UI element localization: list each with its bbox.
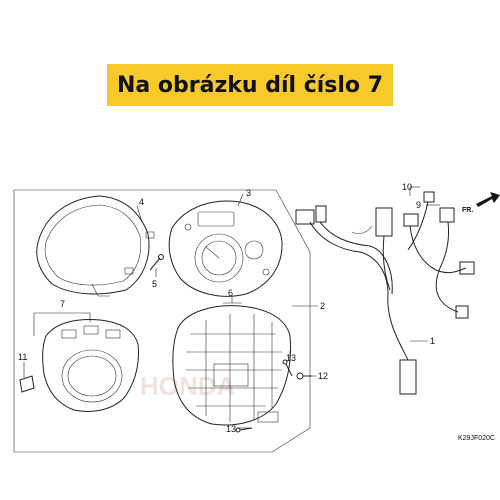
drawing-code: K29JF020C — [458, 435, 495, 442]
label-part-7: 7 — [60, 299, 65, 309]
label-part-3: 3 — [246, 188, 251, 198]
part-number-banner: Na obrázku díl číslo 7 — [107, 64, 393, 106]
meter-case — [172, 305, 291, 426]
front-direction-arrow: FR. — [462, 192, 500, 214]
label-part-1: 1 — [430, 336, 435, 346]
label-part-2: 2 — [320, 301, 325, 311]
screw-13-upper — [282, 359, 293, 377]
meter-cover — [36, 195, 155, 297]
svg-text:FR.: FR. — [462, 207, 473, 214]
label-part-12: 12 — [318, 371, 328, 381]
meter-visor — [42, 319, 139, 412]
label-part-13-upper: 13 — [286, 353, 296, 363]
label-part-5: 5 — [152, 279, 157, 289]
clip-11 — [19, 375, 35, 393]
wire-harness — [295, 191, 475, 395]
screw-13-lower — [235, 427, 253, 433]
label-part-4: 4 — [139, 197, 144, 207]
label-part-11: 11 — [18, 352, 27, 362]
gauge-panel — [168, 200, 283, 297]
label-part-10: 10 — [402, 182, 412, 192]
label-part-6: 6 — [228, 288, 233, 298]
banner-text: Na obrázku díl číslo 7 — [116, 72, 384, 98]
label-part-13-lower: 13 — [226, 424, 236, 434]
screw-5 — [149, 254, 164, 271]
assembly-frame — [13, 189, 311, 453]
label-part-9: 9 — [416, 200, 421, 210]
